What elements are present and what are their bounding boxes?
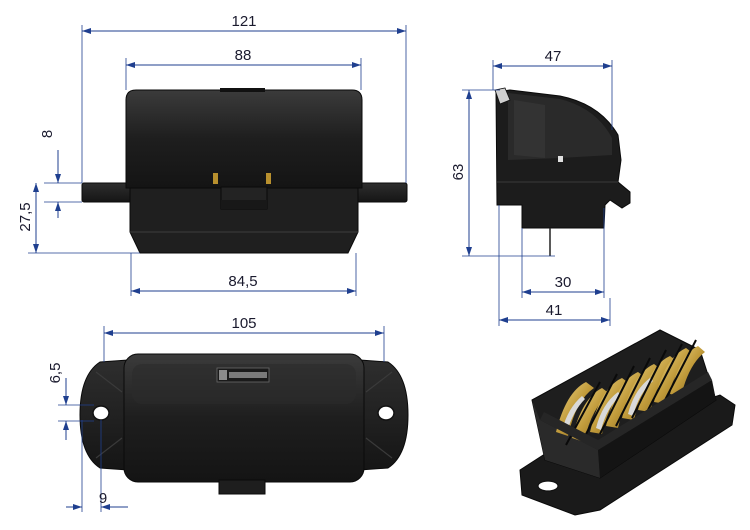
front-view	[81, 88, 408, 254]
side-clip	[494, 87, 511, 105]
side-dimensions: 47 63 30 41	[450, 48, 613, 326]
top-dimensions: 105 6,5 9	[47, 315, 385, 512]
front-pin-left	[213, 173, 218, 184]
front-flange-height-label: 8	[39, 130, 56, 138]
front-lower-height-label: 27,5	[17, 202, 34, 231]
front-bottom-width-label: 84,5	[228, 273, 257, 290]
side-base-depth-label: 41	[546, 302, 563, 319]
bottom-overall-width-label: 105	[231, 315, 256, 332]
bottom-hole-offset-label: 6,5	[47, 363, 64, 384]
isometric-view	[519, 329, 736, 516]
side-lower-depth-label: 30	[555, 274, 572, 291]
top-flange-plate	[79, 359, 409, 471]
front-pin-right	[266, 173, 271, 184]
side-height-label: 63	[450, 164, 467, 181]
side-view	[494, 87, 631, 256]
brand-logo	[216, 367, 270, 383]
top-view	[79, 353, 409, 495]
bottom-edge-to-hole-label: 9	[99, 490, 107, 507]
front-top-cover	[125, 89, 363, 189]
top-latch-tab	[218, 479, 266, 495]
front-body-width-label: 88	[235, 47, 252, 64]
side-depth-label: 47	[545, 48, 562, 65]
front-dimensions: 121 88 8 27,5 84,5	[17, 13, 407, 296]
front-overall-width-label: 121	[231, 13, 256, 30]
mount-hole-left	[92, 405, 110, 421]
mount-hole-right	[377, 405, 395, 421]
